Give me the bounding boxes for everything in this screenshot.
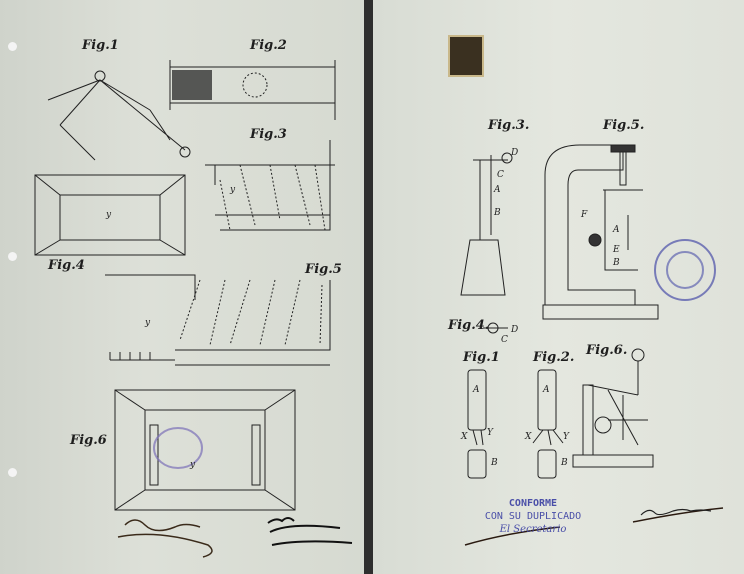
part-label: F (581, 210, 588, 220)
part-label: Y (487, 428, 493, 438)
part-label: X (525, 432, 532, 442)
stamp-line-3: El Secretario (499, 524, 567, 535)
part-label: E (613, 245, 620, 255)
right-drawings (460, 144, 724, 546)
punch-hole (8, 42, 17, 51)
fig-1-label: Fig.1 (463, 350, 500, 365)
part-label: X (461, 432, 468, 442)
part-label: B (561, 458, 568, 468)
fig-3-label: Fig.3. (488, 118, 530, 133)
fig-4-label: Fig.4. (448, 318, 490, 333)
part-label: B (613, 258, 620, 268)
stamp-line-2: CON SU DUPLICADO (484, 511, 582, 522)
part-label: A (543, 385, 550, 395)
conforme-stamp: CONFORME CON SU DUPLICADO El Secretario (473, 497, 593, 536)
fig-5-label: Fig.5. (603, 118, 645, 133)
punch-hole (8, 252, 17, 261)
part-label: C (501, 335, 508, 345)
left-patent-page: Fig.1 Fig.2 Fig.3 Fig.4 Fig.5 Fig.6 y y … (0, 0, 364, 574)
part-label: C (497, 170, 504, 180)
tax-stamp (448, 35, 484, 77)
part-label: A (473, 385, 480, 395)
part-label: y (145, 318, 151, 328)
part-label: A (494, 185, 501, 195)
fig-2-label: Fig.2. (533, 350, 575, 365)
fig-1-label: Fig.1 (82, 38, 119, 53)
right-patent-page: Fig.3. Fig.5. Fig.4. Fig.1 Fig.2. Fig.6.… (373, 0, 744, 574)
part-label: A (613, 225, 620, 235)
fig-3-label: Fig.3 (250, 127, 287, 142)
part-label: y (106, 210, 112, 220)
part-label: y (230, 185, 236, 195)
stamp-line-1: CONFORME (508, 498, 558, 509)
part-label: y (190, 460, 196, 470)
left-drawings (34, 60, 353, 558)
fig-5-label: Fig.5 (305, 262, 342, 277)
fig-6-label: Fig.6 (70, 433, 107, 448)
fig-2-label: Fig.2 (250, 38, 287, 53)
fig-6-label: Fig.6. (586, 343, 628, 358)
part-label: B (494, 208, 501, 218)
part-label: D (511, 325, 519, 335)
punch-hole (8, 468, 17, 477)
part-label: B (491, 458, 498, 468)
part-label: D (511, 148, 519, 158)
fig-4-label: Fig.4 (48, 258, 85, 273)
part-label: Y (563, 432, 569, 442)
